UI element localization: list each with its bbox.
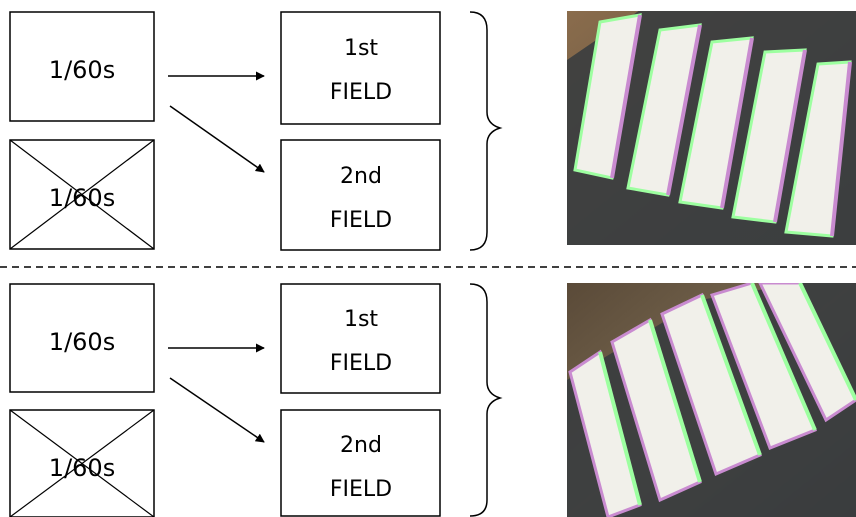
exposure-box: 1/60s [9,11,155,122]
field-2nd-word: FIELD [330,208,392,233]
cross-line [9,409,155,517]
field-2nd-box: 2nd FIELD [280,139,441,251]
panel-bottom: 1/60s 1/60s 1st FIELD 2nd FIELD [9,283,856,517]
color-fringe [750,283,817,431]
dropped-exposure-label: 1/60s [49,184,115,212]
field-2nd-box: 2nd FIELD [280,409,441,517]
arrow-to-2nd-field [169,105,265,173]
curly-brace [469,11,503,251]
target-stripe [758,283,856,423]
color-fringe [700,294,762,456]
color-fringe [610,14,642,179]
field-2nd-word: FIELD [330,477,392,502]
color-fringe [648,319,702,483]
arrow-to-2nd-field [169,377,265,443]
field-2nd-ordinal: 2nd [340,433,382,458]
color-fringe [598,351,642,506]
cross-line [9,139,155,250]
color-fringe [720,37,754,209]
dropped-exposure-label: 1/60s [49,454,115,482]
dropped-exposure-box: 1/60s [9,409,155,517]
exposure-label: 1/60s [49,56,115,84]
color-fringe [773,49,807,223]
field-2nd-ordinal: 2nd [340,164,382,189]
color-fringe [830,61,852,237]
field-1st-word: FIELD [330,80,392,105]
field-1st-box: 1st FIELD [280,283,441,394]
field-1st-ordinal: 1st [344,36,378,61]
color-fringe [666,24,702,196]
striped-target-photo [567,11,856,245]
exposure-box: 1/60s [9,283,155,393]
panel-top: 1/60s 1/60s 1st FIELD 2nd FIELD [9,11,856,251]
striped-target-photo [567,283,856,517]
field-1st-box: 1st FIELD [280,11,441,125]
field-1st-ordinal: 1st [344,307,378,332]
exposure-label: 1/60s [49,328,115,356]
dropped-exposure-box: 1/60s [9,139,155,250]
color-fringe [798,283,856,401]
field-1st-word: FIELD [330,351,392,376]
curly-brace [469,283,503,517]
